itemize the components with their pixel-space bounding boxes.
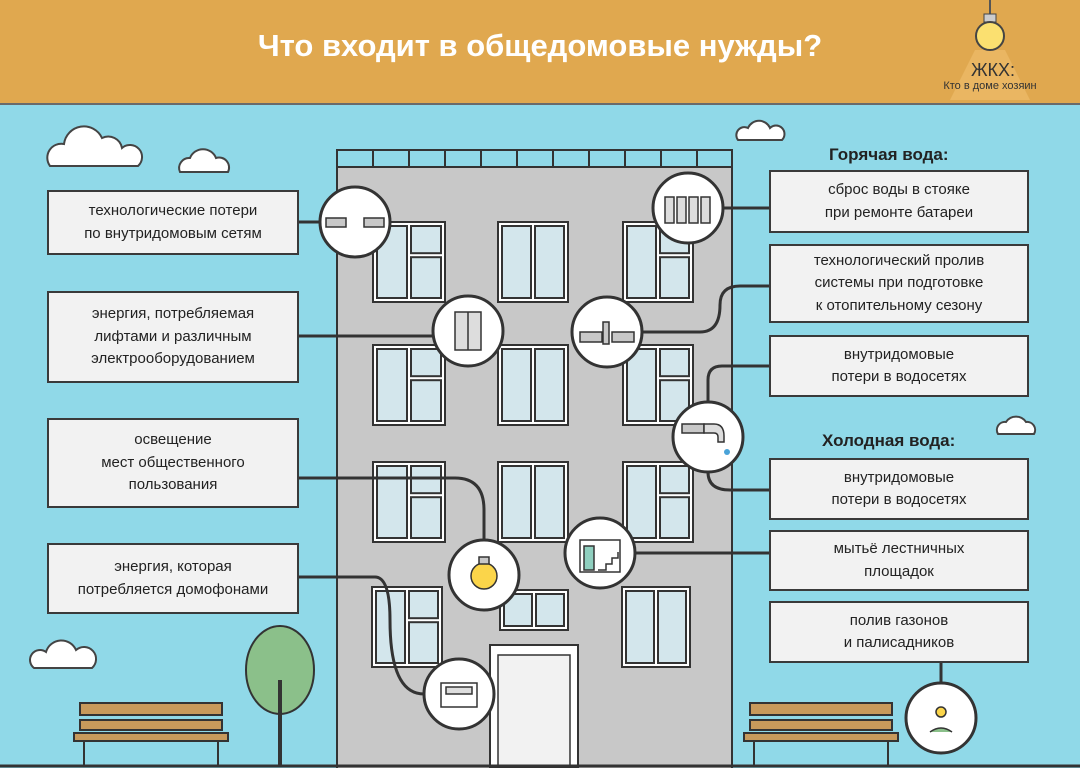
flower-icon <box>904 681 978 755</box>
tree <box>245 625 315 766</box>
label-system-flush: технологический пролив системы при подго… <box>769 244 1029 323</box>
logo-subtitle: Кто в доме хозяин <box>943 80 1037 92</box>
hot-water-heading: Горячая вода: <box>829 145 949 164</box>
label-lawn-watering: полив газонов и палисадников <box>769 601 1029 663</box>
faucet-icon <box>671 400 745 474</box>
label-cold-water-losses: внутридомовые потери в водосетях <box>769 458 1029 520</box>
pipe-joint-icon <box>318 185 392 259</box>
label-intercom-energy: энергия, которая потребляется домофонами <box>47 543 299 614</box>
label-common-lighting: освещение мест общественного пользования <box>47 418 299 508</box>
header-banner <box>0 0 1080 105</box>
radiator-icon <box>651 171 725 245</box>
bench-right <box>743 702 899 766</box>
page-title: Что входит в общедомовые нужды? <box>257 28 823 63</box>
logo-title: ЖКХ: <box>970 60 1016 80</box>
lightbulb-logo-icon <box>950 0 1030 100</box>
label-tech-losses: технологические потери по внутридомовым … <box>47 190 299 255</box>
cold-water-heading: Холодная вода: <box>822 431 956 450</box>
label-elevator-energy: энергия, потребляемая лифтами и различны… <box>47 291 299 383</box>
connector-lines <box>298 206 943 696</box>
label-hot-water-losses: внутридомовые потери в водосетях <box>769 335 1029 397</box>
label-stair-cleaning: мытьё лестничных площадок <box>769 530 1029 591</box>
bench-left <box>73 702 229 766</box>
cloud-icons <box>29 119 1037 669</box>
label-radiator-drain: сброс воды в стояке при ремонте батареи <box>769 170 1029 233</box>
building <box>0 149 1080 768</box>
